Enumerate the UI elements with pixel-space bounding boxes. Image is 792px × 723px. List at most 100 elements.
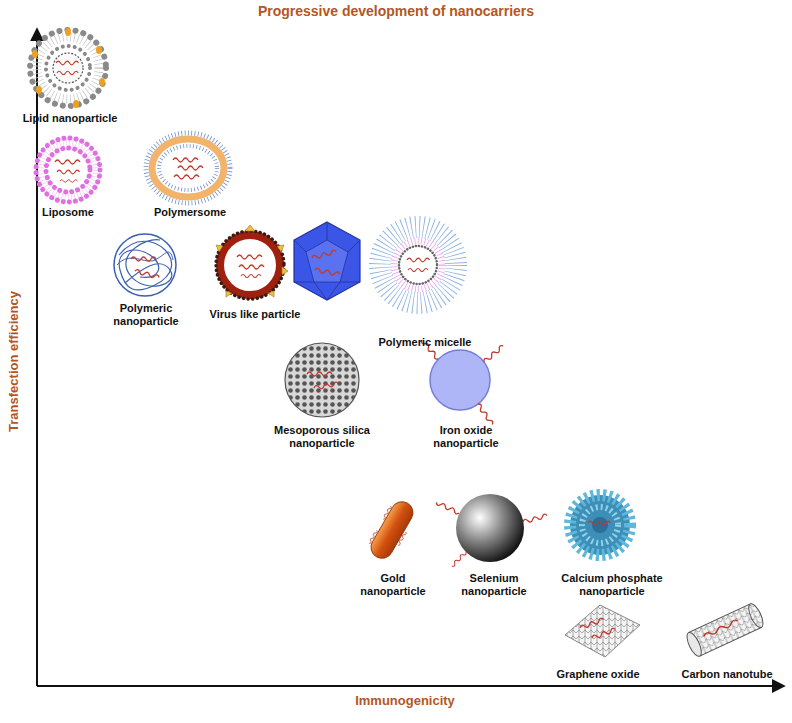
polymersome-icon <box>146 133 230 203</box>
liposome-icon <box>36 138 100 202</box>
polymeric-nanoparticle-icon <box>125 240 172 287</box>
polymeric-nanoparticle-icon <box>119 241 172 290</box>
selenium-nanoparticle-icon <box>435 501 459 515</box>
iron-oxide-icon <box>476 403 494 426</box>
polymersome-icon <box>174 175 199 179</box>
calcium-phosphate-icon <box>570 495 630 555</box>
mesoporous-silica-icon <box>307 372 332 376</box>
nanocarrier-label: Virus like particle <box>190 308 320 321</box>
polymeric-micelle-icon <box>394 241 442 289</box>
iron-oxide-icon <box>420 339 504 426</box>
polymersome-icon <box>152 139 224 197</box>
gold-nanorod-icon <box>397 532 407 546</box>
calcium-phosphate-icon <box>588 521 611 525</box>
selenium-nanoparticle-icon <box>522 514 547 524</box>
polymeric-micelle-icon <box>399 246 437 284</box>
axis-label: Immunogenicity <box>325 694 485 709</box>
lipid-nanoparticle-icon <box>46 46 90 90</box>
gold-nanorod-icon <box>367 498 417 563</box>
lipid-nanoparticle-icon <box>73 100 79 108</box>
iron-oxide-icon <box>483 344 505 363</box>
mesoporous-silica-icon <box>314 382 339 390</box>
axis-label: Transfection efficiency <box>7 261 22 461</box>
polymersome-icon <box>173 158 198 162</box>
nanocarrier-label: Calcium phosphate nanoparticle <box>552 572 672 597</box>
calcium-phosphate-icon <box>570 495 630 555</box>
axes <box>37 685 783 687</box>
polymeric-micelle-icon <box>408 268 428 271</box>
liposome-icon <box>36 138 100 202</box>
graphene-oxide-icon <box>591 628 616 640</box>
virus-capsid-icon <box>294 222 360 300</box>
lipid-nanoparticle-icon <box>36 86 42 94</box>
liposome-icon <box>57 170 80 174</box>
virus-like-particle-icon <box>241 274 261 277</box>
graphene-oxide-icon <box>565 605 640 657</box>
virus-like-particle-icon <box>216 245 223 252</box>
virus-like-particle-icon <box>277 245 284 252</box>
mesoporous-silica-icon <box>285 343 359 417</box>
figure-title: Progressive development of nanocarriers <box>0 3 792 19</box>
iron-oxide-icon <box>430 350 490 410</box>
virus-capsid-icon <box>311 250 336 260</box>
polymeric-micelle-icon <box>380 227 456 303</box>
virus-capsid-icon <box>315 268 340 276</box>
nanocarrier-label: Mesoporous silica nanoparticle <box>262 424 382 449</box>
virus-capsid-icon <box>294 222 360 300</box>
virus-capsid-icon <box>306 240 348 282</box>
nanocarrier-label: Polymersome <box>140 206 240 219</box>
lipid-nanoparticle-icon <box>30 28 106 108</box>
virus-like-particle-icon <box>245 225 255 231</box>
carbon-nanotube-icon <box>684 630 704 658</box>
virus-like-particle-icon <box>220 235 280 295</box>
liposome-icon <box>55 160 80 164</box>
virus-like-particle-icon <box>282 267 288 275</box>
lipid-nanoparticle-icon <box>65 28 71 36</box>
lipid-nanoparticle-icon <box>53 53 83 83</box>
lipid-nanoparticle-icon <box>30 30 106 106</box>
nanocarrier-label: Selenium nanoparticle <box>452 572 537 597</box>
selenium-nanoparticle-icon <box>435 494 547 567</box>
calcium-phosphate-icon <box>570 495 630 555</box>
virus-like-particle-icon <box>216 225 288 299</box>
lipid-nanoparticle-icon <box>99 78 105 86</box>
lipid-nanoparticle-icon <box>57 71 78 74</box>
selenium-nanoparticle-icon <box>451 551 467 567</box>
polymeric-micelle-icon <box>380 227 456 303</box>
polymersome-icon <box>159 146 217 190</box>
carbon-nanotube-icon <box>703 619 739 638</box>
mesoporous-silica-icon <box>285 343 359 417</box>
graphene-oxide-icon <box>565 605 640 657</box>
nanocarrier-label: Liposome <box>28 206 108 219</box>
lipid-nanoparticle-icon <box>32 50 38 58</box>
gold-nanorod-icon <box>382 506 392 520</box>
liposome-icon <box>60 180 78 183</box>
virus-like-particle-icon <box>239 265 264 269</box>
axes <box>37 30 783 686</box>
liposome-icon <box>41 143 95 197</box>
nanocarrier-label: Graphene oxide <box>543 668 653 681</box>
lipid-nanoparticle-icon <box>96 46 102 54</box>
polymeric-nanoparticle-icon <box>117 252 173 265</box>
nanocarrier-label: Polymeric nanoparticle <box>104 302 189 327</box>
virus-like-particle-icon <box>268 291 274 297</box>
polymersome-icon <box>178 166 203 170</box>
liposome-icon <box>46 148 90 192</box>
polymeric-nanoparticle-icon <box>114 234 176 296</box>
selenium-nanoparticle-icon <box>456 494 524 562</box>
nanocarrier-label: Lipid nanoparticle <box>5 112 135 125</box>
nanocarrier-label: Iron oxide nanoparticle <box>424 424 509 449</box>
nanocarrier-label: Polymeric micelle <box>360 336 490 349</box>
calcium-phosphate-icon <box>582 507 618 543</box>
lipid-nanoparticle-icon <box>37 37 99 99</box>
axes <box>36 30 38 686</box>
polymeric-nanoparticle-icon <box>131 257 156 261</box>
lipid-nanoparticle-icon <box>56 61 79 65</box>
gold-nanorod-icon <box>368 530 378 544</box>
polymeric-micelle-icon <box>407 258 430 262</box>
virus-like-particle-icon <box>226 291 232 297</box>
polymersome-icon <box>146 133 230 203</box>
polymeric-nanoparticle-icon <box>114 234 176 296</box>
